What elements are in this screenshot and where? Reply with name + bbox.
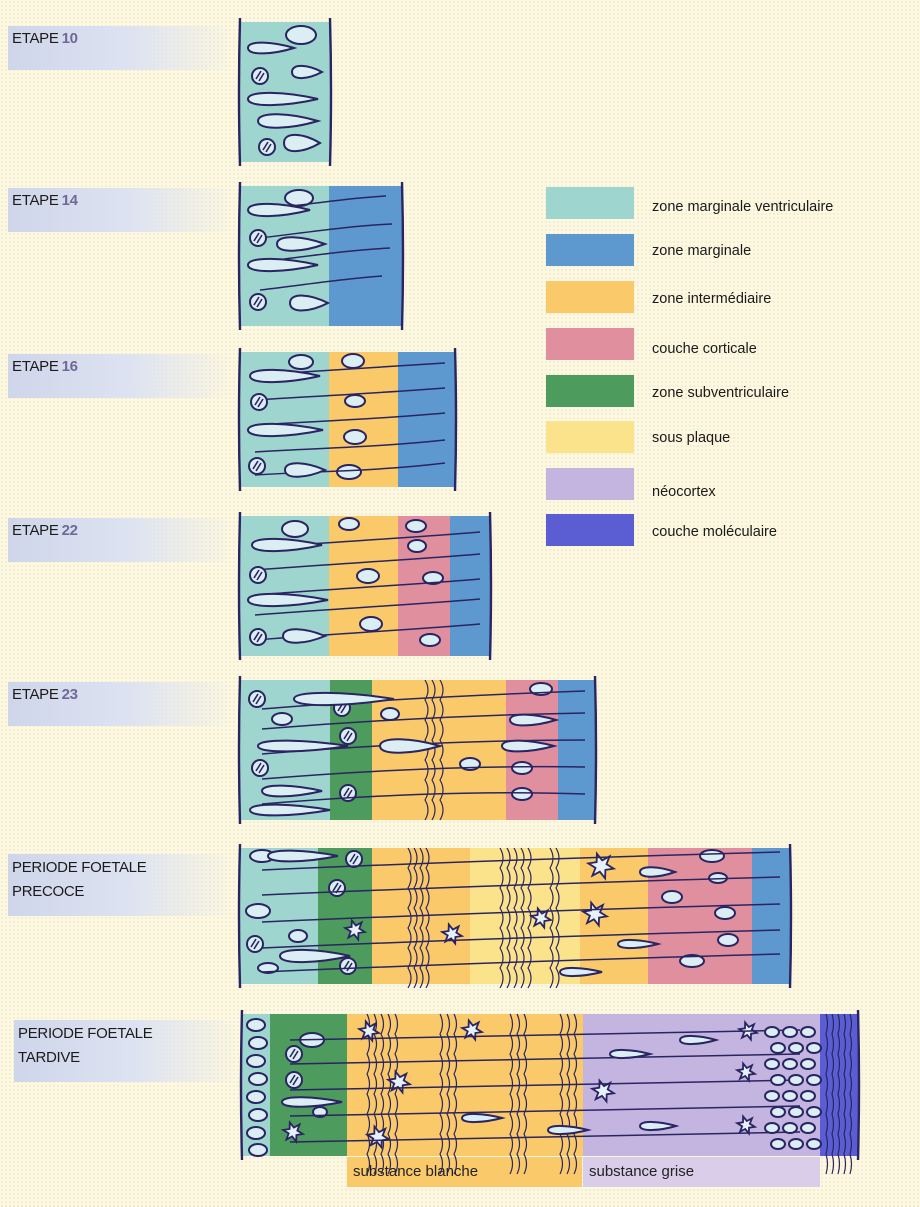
- stage-22-tissue: [239, 512, 491, 660]
- nucleus-cell: [789, 1043, 803, 1053]
- dividing-cell: [250, 294, 266, 310]
- nucleus-cell: [345, 395, 365, 407]
- late-fetal-tissue: [241, 1010, 859, 1174]
- pial-border: [858, 1010, 859, 1160]
- zone-band: [329, 186, 402, 326]
- dividing-cell: [340, 958, 356, 974]
- nucleus-cell: [381, 708, 399, 720]
- early-fetal-tissue: [239, 844, 791, 988]
- nucleus-cell: [700, 850, 724, 862]
- nucleus-cell: [337, 465, 361, 479]
- nucleus-cell: [342, 354, 364, 368]
- nucleus-cell: [807, 1043, 821, 1053]
- nucleus-cell: [789, 1107, 803, 1117]
- dividing-cell: [250, 230, 266, 246]
- nucleus-cell: [771, 1107, 785, 1117]
- nucleus-cell: [718, 934, 738, 946]
- dividing-cell: [250, 567, 266, 583]
- dividing-cell: [340, 728, 356, 744]
- nucleus-cell: [249, 1109, 267, 1121]
- stage-16-tissue: [239, 348, 456, 491]
- nucleus-cell: [765, 1027, 779, 1037]
- ventricular-border: [241, 1010, 242, 1160]
- nucleus-cell: [783, 1059, 797, 1069]
- nucleus-cell: [512, 788, 532, 800]
- nucleus-cell: [801, 1059, 815, 1069]
- nucleus-cell: [357, 569, 379, 583]
- nucleus-cell: [289, 930, 307, 942]
- nucleus-cell: [344, 430, 366, 444]
- ventricular-border: [239, 844, 240, 988]
- dividing-cell: [252, 68, 268, 84]
- dividing-cell: [252, 760, 268, 776]
- nucleus-cell: [247, 1055, 265, 1067]
- stage-14-tissue: [239, 182, 403, 330]
- ventricular-border: [239, 348, 240, 491]
- dividing-cell: [249, 458, 265, 474]
- dividing-cell: [286, 1046, 302, 1062]
- nucleus-cell: [801, 1027, 815, 1037]
- nucleus-cell: [765, 1123, 779, 1133]
- stage-10-tissue: [239, 18, 331, 166]
- pial-border: [402, 182, 403, 330]
- nucleus-cell: [771, 1075, 785, 1085]
- dividing-cell: [247, 936, 263, 952]
- nucleus-cell: [247, 1019, 265, 1031]
- pial-border: [490, 512, 491, 660]
- pial-border: [455, 348, 456, 491]
- zone-band: [450, 516, 490, 656]
- nucleus-cell: [289, 355, 313, 369]
- nucleus-cell: [512, 762, 532, 774]
- nucleus-cell: [783, 1091, 797, 1101]
- dividing-cell: [250, 629, 266, 645]
- dividing-cell: [346, 851, 362, 867]
- nucleus-cell: [247, 1091, 265, 1103]
- nucleus-cell: [783, 1123, 797, 1133]
- nucleus-cell: [282, 521, 308, 537]
- dividing-cell: [259, 139, 275, 155]
- dividing-cell: [329, 880, 345, 896]
- nucleus-cell: [408, 540, 426, 552]
- ventricular-border: [239, 512, 240, 660]
- nucleus-cell: [420, 634, 440, 646]
- pial-border: [790, 844, 791, 988]
- nucleus-cell: [286, 26, 316, 44]
- nucleus-cell: [807, 1107, 821, 1117]
- ventricular-border: [239, 676, 240, 824]
- zone-band: [558, 680, 595, 820]
- nucleus-cell: [406, 520, 426, 532]
- nucleus-cell: [662, 891, 682, 903]
- ventricular-border: [239, 18, 240, 166]
- nucleus-cell: [272, 713, 292, 725]
- stage-23-tissue: [239, 676, 596, 824]
- nucleus-cell: [246, 904, 270, 918]
- nucleus-cell: [249, 1037, 267, 1049]
- nucleus-cell: [807, 1075, 821, 1085]
- dividing-cell: [249, 691, 265, 707]
- nucleus-cell: [801, 1123, 815, 1133]
- nucleus-cell: [783, 1027, 797, 1037]
- dividing-cell: [251, 394, 267, 410]
- pial-border: [330, 18, 331, 166]
- nucleus-cell: [789, 1139, 803, 1149]
- nucleus-cell: [789, 1075, 803, 1085]
- nucleus-cell: [771, 1139, 785, 1149]
- nucleus-cell: [765, 1091, 779, 1101]
- pial-border: [595, 676, 596, 824]
- nucleus-cell: [765, 1059, 779, 1069]
- nucleus-cell: [801, 1091, 815, 1101]
- nucleus-cell: [360, 617, 382, 631]
- zone-band: [752, 848, 790, 984]
- nucleus-cell: [715, 907, 735, 919]
- dividing-cell: [286, 1072, 302, 1088]
- nucleus-cell: [247, 1127, 265, 1139]
- nucleus-cell: [339, 518, 359, 530]
- nucleus-cell: [249, 1073, 267, 1085]
- nucleus-cell: [771, 1043, 785, 1053]
- nucleus-cell: [249, 1144, 267, 1156]
- nucleus-cell: [807, 1139, 821, 1149]
- ventricular-border: [239, 182, 240, 330]
